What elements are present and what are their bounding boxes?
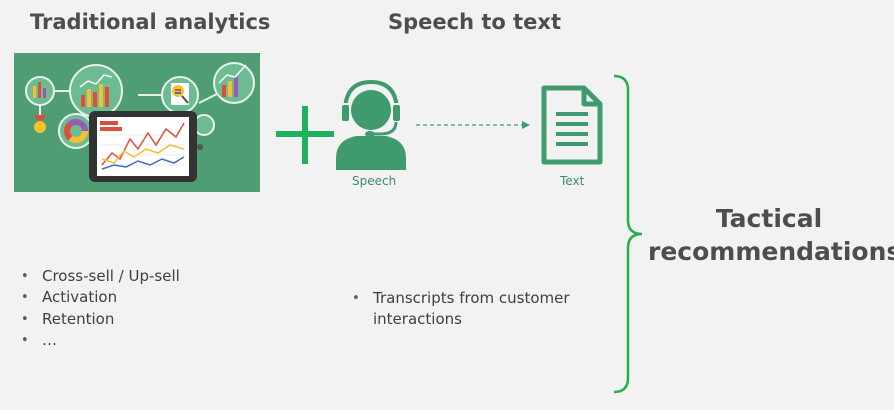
- text-label: Text: [560, 174, 585, 188]
- speech-to-text-heading: Speech to text: [388, 10, 561, 34]
- plus-icon: [276, 106, 334, 168]
- recommendations-line-2: recommendations: [648, 237, 894, 266]
- list-item: Activation: [18, 287, 180, 309]
- speech-label: Speech: [352, 174, 397, 188]
- speech-sources-list: Transcripts from customer interactions: [349, 288, 599, 331]
- list-item: Retention: [18, 309, 180, 331]
- tactical-recommendations-title: Tactical recommendations: [648, 202, 894, 268]
- document-icon: [540, 84, 604, 170]
- list-item: Transcripts from customer interactions: [349, 288, 599, 331]
- headset-person-icon: [330, 78, 412, 174]
- recommendations-line-1: Tactical: [715, 204, 823, 233]
- list-item: Cross-sell / Up-sell: [18, 266, 180, 288]
- dashed-arrow-icon: [414, 117, 534, 136]
- right-brace-icon: [612, 74, 648, 398]
- analytics-dashboard-illustration: [14, 53, 260, 192]
- traditional-analytics-heading: Traditional analytics: [30, 10, 271, 34]
- list-item: …: [18, 330, 180, 352]
- analytics-use-cases-list: Cross-sell / Up-sell Activation Retentio…: [18, 266, 180, 351]
